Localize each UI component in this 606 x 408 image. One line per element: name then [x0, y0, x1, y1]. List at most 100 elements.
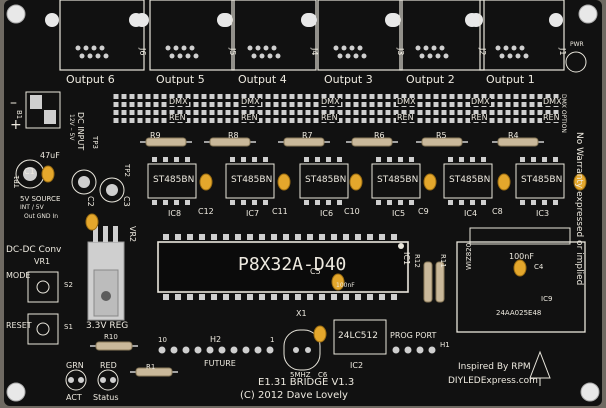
jack-label: J4: [310, 48, 319, 56]
pwr-label: PWR: [570, 41, 584, 48]
header-pad: [417, 94, 423, 99]
header-pad: [537, 94, 543, 99]
header-pad: [265, 118, 271, 123]
dmx-label: DMX: [470, 97, 491, 106]
header-pad: [297, 110, 303, 115]
cpu-pin: [343, 234, 349, 240]
resistor: [421, 137, 463, 147]
header-pad: [513, 118, 519, 123]
header-pad: [297, 102, 303, 107]
header-pad: [153, 94, 159, 99]
driver-pin: [553, 157, 558, 162]
driver-ref: IC3: [536, 209, 550, 218]
driver-pin: [174, 200, 179, 205]
header-pad: [161, 102, 167, 107]
source-options: INT / 5V: [20, 204, 44, 211]
header-pad: [393, 110, 399, 115]
driver-socket: [147, 163, 197, 199]
header-pad: [337, 118, 343, 123]
led-red-label: RED: [100, 361, 117, 370]
driver-ref: IC4: [464, 209, 478, 218]
header-pad: [337, 94, 343, 99]
header-pad: [305, 94, 311, 99]
header-pad: [441, 118, 447, 123]
header-pad: [481, 94, 487, 99]
header-pad: [153, 118, 159, 123]
header-pad: [137, 110, 143, 115]
future-header-pad: [218, 346, 226, 354]
header-pad: [289, 94, 295, 99]
header-pad: [257, 110, 263, 115]
s2-label: S2: [64, 281, 73, 289]
header-pad: [497, 102, 503, 107]
header-pad: [281, 94, 287, 99]
cpu-pin: [187, 234, 193, 240]
header-pad: [209, 102, 215, 107]
wiznet-cap-label: 100nF: [509, 252, 534, 261]
cpu-pin: [355, 234, 361, 240]
future-header-pad: [194, 346, 202, 354]
header-pad: [233, 94, 239, 99]
header-pad: [201, 94, 207, 99]
driver-pin: [531, 200, 536, 205]
led-status-label: Status: [93, 393, 119, 402]
future-header-pad: [230, 346, 238, 354]
wiznet-chip-label: 24AA025E48: [496, 309, 542, 317]
c6-label: C6: [318, 371, 328, 379]
ceramic-capacitor: [199, 173, 213, 191]
resistor-ref: R7: [302, 131, 313, 140]
header-pad: [521, 110, 527, 115]
header-pad: [385, 102, 391, 107]
header-pad: [121, 110, 127, 115]
header-pad: [113, 118, 119, 123]
resistor: [435, 261, 445, 303]
credit-text: Inspired By RPM: [458, 362, 531, 372]
jack-label: J5: [228, 48, 237, 56]
driver-pin: [387, 200, 392, 205]
rj45-jack: [149, 0, 235, 71]
header-pad: [433, 102, 439, 107]
warranty-text: No Warranty expressed or implied: [574, 132, 584, 286]
header-pad: [465, 94, 471, 99]
eeprom-label: 24LC512: [338, 331, 378, 341]
header-pad: [425, 118, 431, 123]
header-pad: [457, 110, 463, 115]
header-pad: [361, 94, 367, 99]
header-pad: [361, 110, 367, 115]
header-pad: [289, 102, 295, 107]
header-pad: [385, 110, 391, 115]
driver-label: ST485BN: [377, 175, 419, 185]
header-pad: [521, 102, 527, 107]
header-pad: [113, 94, 119, 99]
driver-pin: [398, 200, 403, 205]
cpu-pin: [271, 294, 277, 300]
header-pad: [537, 118, 543, 123]
ic9-label: IC9: [541, 295, 553, 303]
c2-label: C2: [86, 196, 95, 207]
header-pad: [473, 94, 479, 99]
header-pad: [529, 118, 535, 123]
future-header-pad: [182, 346, 190, 354]
future-header-pad: [206, 346, 214, 354]
c5-value: 100nF: [336, 282, 355, 289]
dmx-label: DMX: [396, 97, 417, 106]
driver-label: ST485BN: [521, 175, 563, 185]
header-pad: [505, 118, 511, 123]
header-pad: [225, 118, 231, 123]
mode-label: MODE: [6, 271, 31, 280]
c4-label: C4: [534, 263, 544, 271]
header-pad: [497, 110, 503, 115]
header-pad: [281, 118, 287, 123]
driver-ref: IC7: [246, 209, 260, 218]
cpu-pin: [259, 234, 265, 240]
header-pad: [209, 110, 215, 115]
header-pad: [425, 102, 431, 107]
header-pad: [417, 118, 423, 123]
header-pad: [289, 110, 295, 115]
header-pad: [505, 102, 511, 107]
header-pad: [137, 102, 143, 107]
header-pad: [225, 102, 231, 107]
driver-pin: [315, 157, 320, 162]
header-pad: [145, 94, 151, 99]
header-pad: [537, 102, 543, 107]
